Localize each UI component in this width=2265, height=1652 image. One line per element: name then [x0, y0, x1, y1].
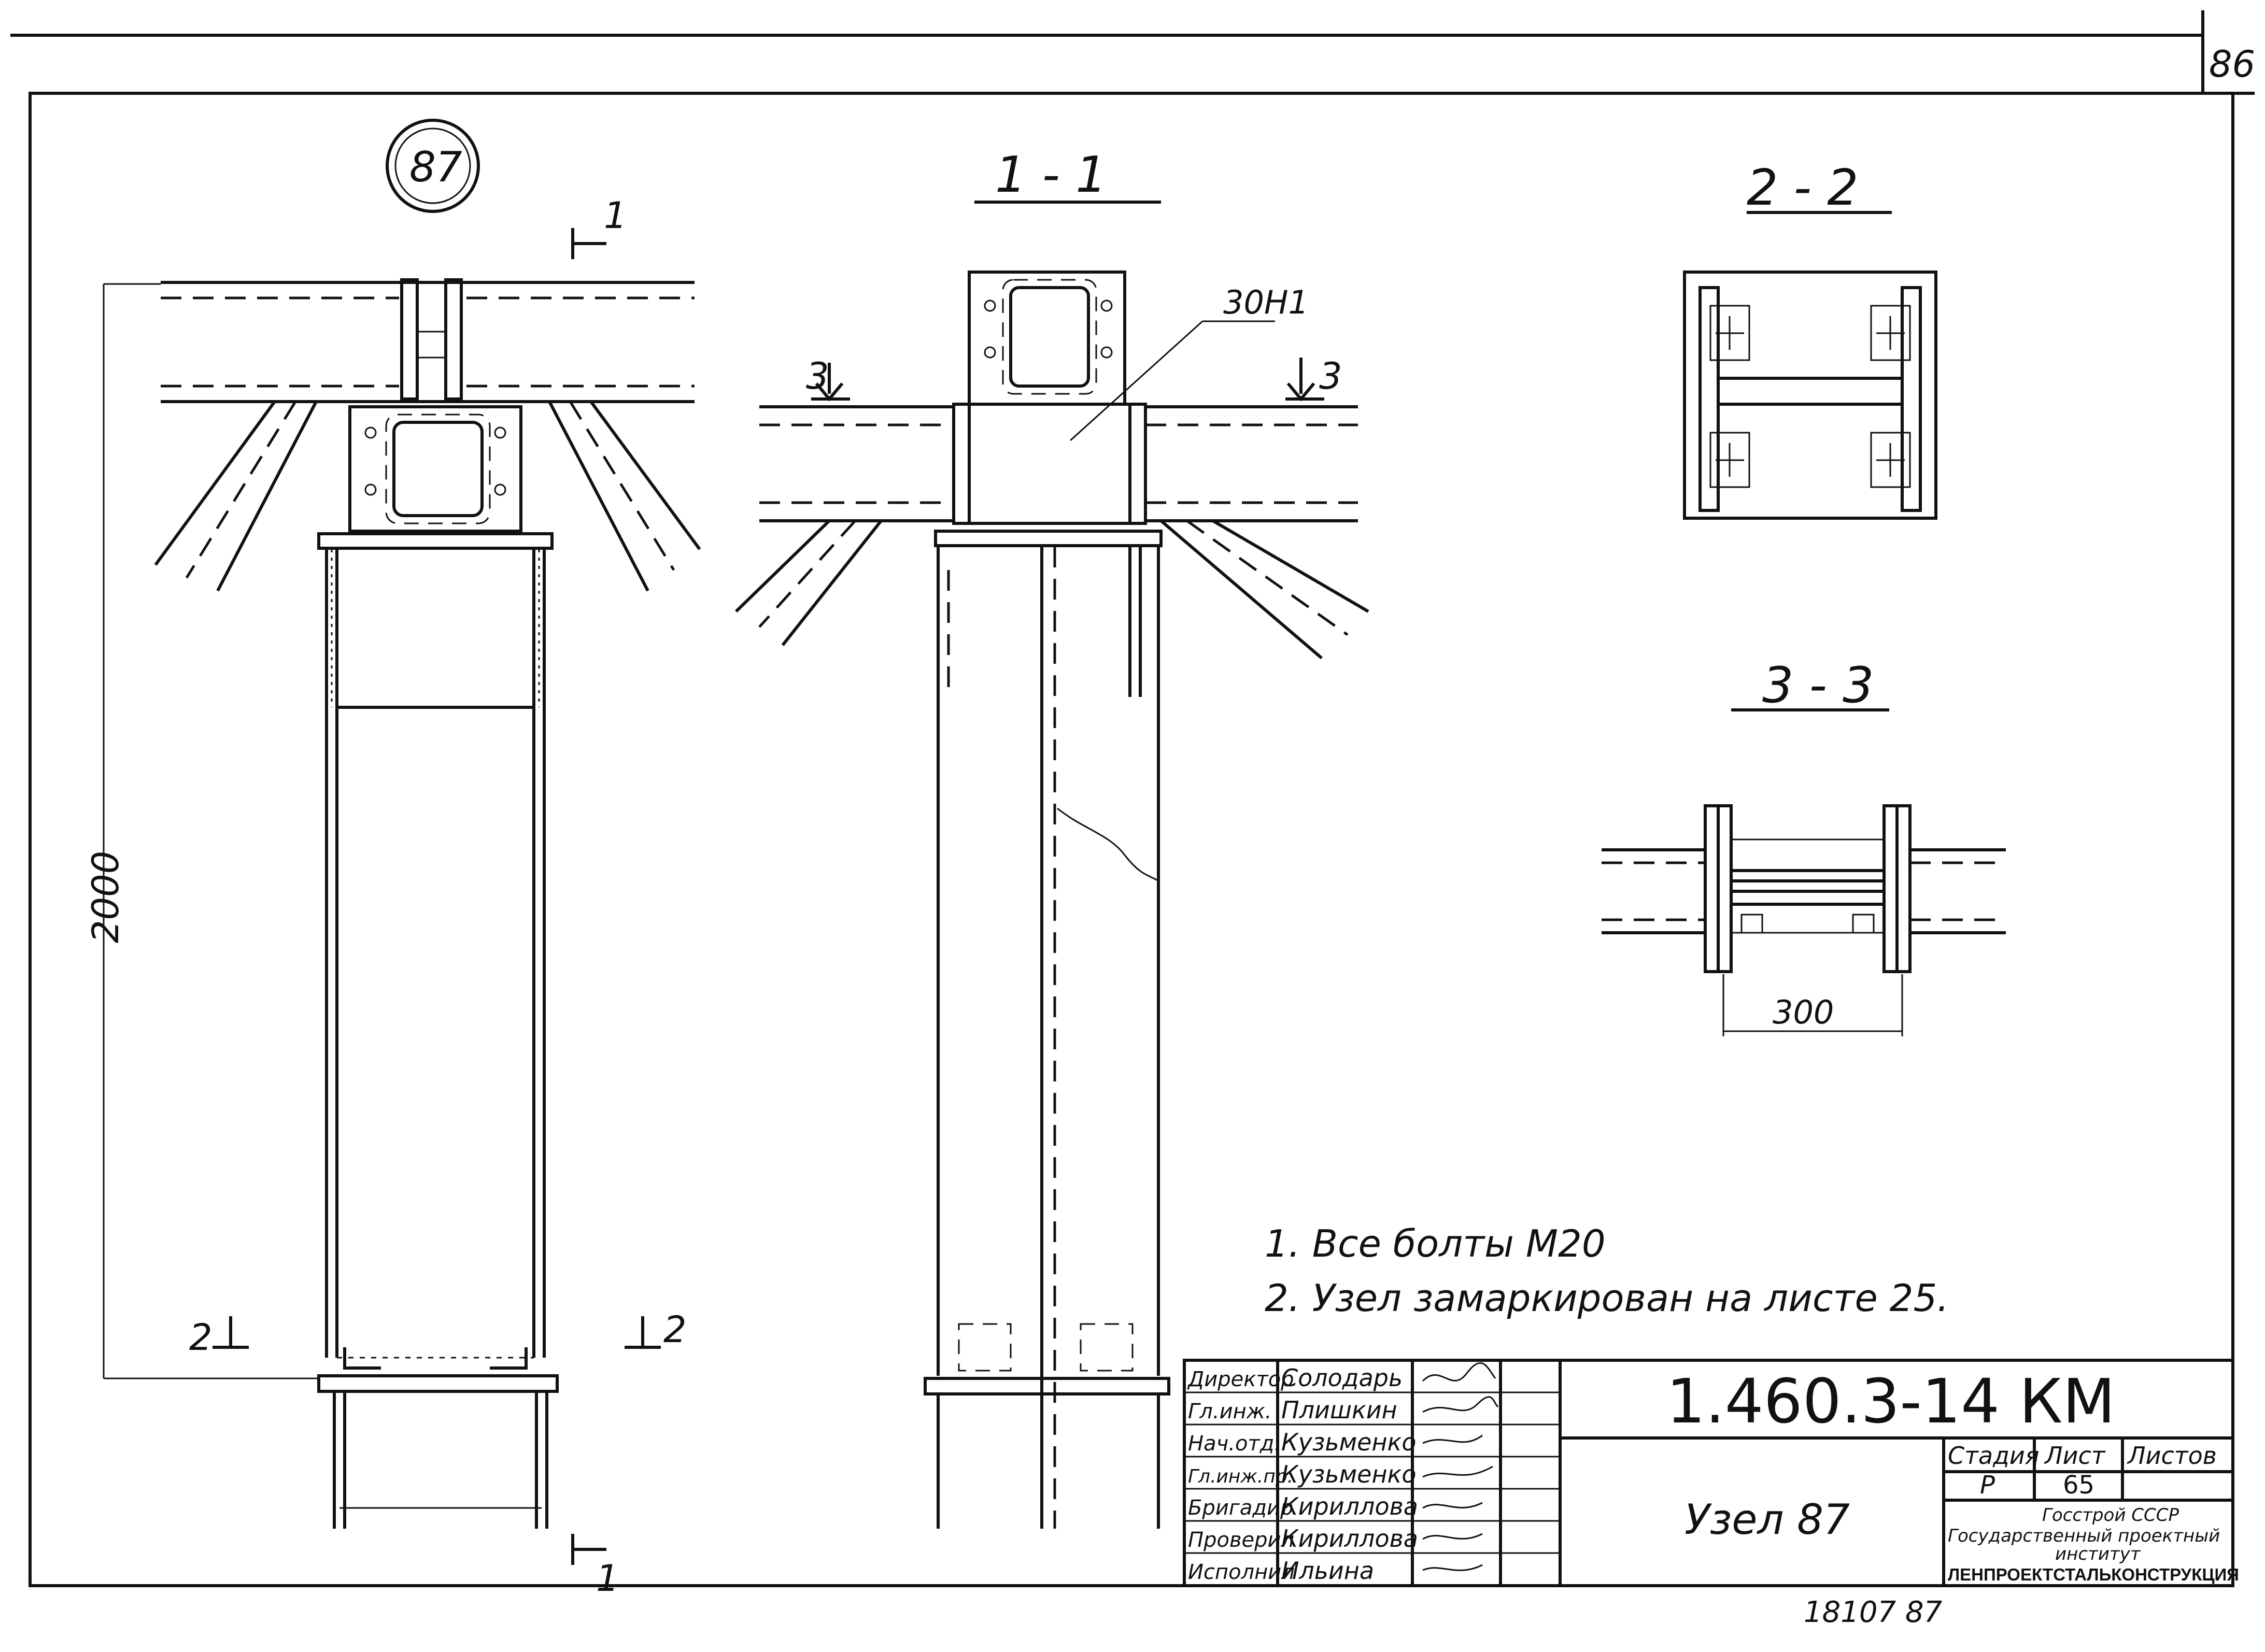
title-block-roles: Директор Гл.инж. Нач.отд. Гл.инж.пр. Бри… — [1187, 1368, 1295, 1584]
stage-header: Стадия — [1948, 1442, 2039, 1470]
title-block-names: Солодарь Плишкин Кузьменко Кузьменко Кир… — [1281, 1364, 1418, 1585]
role-cell: Исполнил — [1188, 1560, 1295, 1584]
node-badge — [386, 119, 480, 213]
cut-3-left-label: 3 — [806, 355, 829, 397]
drawing-name: Узел 87 — [1684, 1496, 1850, 1544]
footer-numbers: 18107 87 — [1804, 1596, 1943, 1629]
section-2-2-title: 2 - 2 — [1747, 160, 1859, 217]
callout-30n1: 30Н1 — [1223, 283, 1309, 321]
dimension-2000: 2000 — [84, 851, 127, 943]
name-cell: Кириллова — [1281, 1492, 1418, 1520]
name-cell: Кузьменко — [1281, 1460, 1416, 1488]
name-cell: Ильина — [1281, 1557, 1374, 1585]
cut-1-top-label: 1 — [604, 194, 627, 237]
sheet-header: Лист — [2044, 1442, 2106, 1470]
sheet-frame — [10, 10, 2255, 1587]
section-3-3-view — [1602, 804, 2006, 1036]
note-2: 2. Узел замаркирован на листе 25. — [1265, 1276, 1949, 1320]
cut-3-right-label: 3 — [1319, 355, 1342, 397]
role-cell: Гл.инж.пр. — [1188, 1466, 1293, 1487]
section-1-1-view — [734, 270, 1369, 1529]
role-cell: Директор — [1187, 1368, 1294, 1391]
name-cell: Кузьменко — [1281, 1428, 1416, 1456]
sheet-corner-number: 86 — [2209, 43, 2255, 86]
elevation-view — [103, 228, 701, 1565]
role-cell: Нач.отд. — [1188, 1432, 1281, 1456]
cut-2-left-label: 2 — [189, 1316, 213, 1359]
cut-1-bottom-label: 1 — [596, 1557, 619, 1600]
sheet-value: 65 — [2063, 1471, 2094, 1500]
section-3-3-title: 3 - 3 — [1762, 657, 1874, 714]
org-line-1: Госстрой СССР — [2042, 1505, 2179, 1526]
role-cell: Гл.инж. — [1188, 1400, 1271, 1423]
node-badge-number: 87 — [409, 143, 462, 191]
org-line-3: институт — [2055, 1544, 2141, 1564]
org-line-2: Государственный проектный — [1948, 1526, 2220, 1546]
section-2-2-view — [1683, 270, 1937, 520]
name-cell: Плишкин — [1281, 1396, 1397, 1424]
dimension-300: 300 — [1773, 993, 1834, 1031]
drawing-code: 1.460.3-14 КМ — [1666, 1365, 2115, 1437]
role-cell: Бригадир — [1188, 1496, 1293, 1520]
note-1: 1. Все болты М20 — [1265, 1222, 1606, 1265]
sheets-header: Листов — [2127, 1442, 2217, 1470]
role-cell: Проверил — [1188, 1528, 1294, 1552]
title-block — [1183, 1359, 2234, 1587]
name-cell: Солодарь — [1281, 1364, 1403, 1392]
stage-value: Р — [1980, 1471, 1995, 1500]
org-line-4: ЛЕНПРОЕКТСТАЛЬКОНСТРУКЦИЯ — [1948, 1565, 2239, 1584]
name-cell: Кириллова — [1281, 1525, 1418, 1553]
cut-2-right-label: 2 — [663, 1308, 687, 1351]
section-1-1-title: 1 - 1 — [995, 147, 1107, 204]
